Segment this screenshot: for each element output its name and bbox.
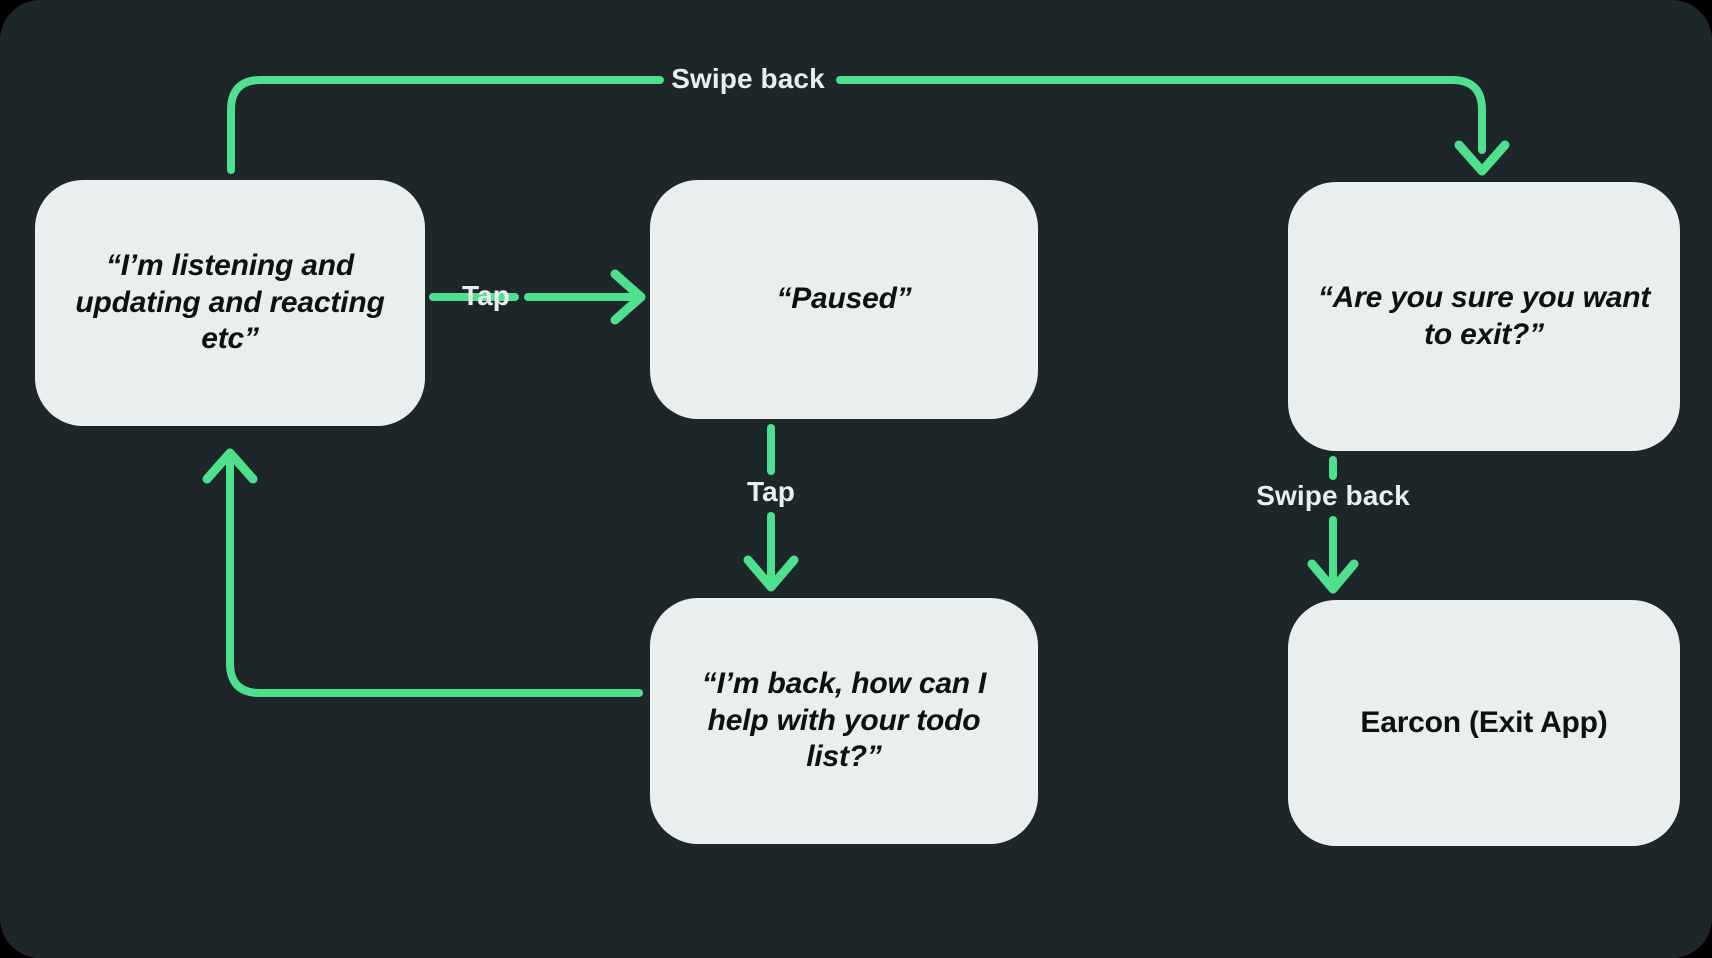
arrowhead-down-to-earcon bbox=[1307, 559, 1359, 594]
edge-listening-to-confirm bbox=[227, 76, 1510, 176]
edge-back-to-listening bbox=[202, 448, 643, 697]
node-im-back[interactable]: “I’m back, how can I help with your todo… bbox=[650, 598, 1038, 844]
arrowhead-up-to-listening bbox=[202, 448, 258, 484]
edge-path-swipe-back-top-left bbox=[227, 76, 664, 174]
arrowhead-down-to-confirm bbox=[1454, 140, 1510, 176]
node-paused-label: “Paused” bbox=[776, 282, 912, 316]
edge-path-swipe-back-top-right bbox=[836, 76, 1486, 154]
node-earcon-exit-app-label: Earcon (Exit App) bbox=[1360, 705, 1608, 739]
arrowhead-down-to-back bbox=[743, 555, 799, 592]
node-exit-confirmation[interactable]: “Are you sure you want to exit?” bbox=[1288, 182, 1680, 451]
edge-label-tap-listening-to-paused: Tap bbox=[461, 280, 511, 311]
node-listening[interactable]: “I’m listening and updating and reacting… bbox=[35, 180, 425, 426]
node-exit-confirmation-label: “Are you sure you want to exit?” bbox=[1317, 280, 1651, 351]
node-listening-label: “I’m listening and updating and reacting… bbox=[75, 249, 385, 356]
edge-label-tap-paused-to-back: Tap bbox=[746, 476, 796, 507]
edge-path-return-loop bbox=[226, 451, 643, 697]
node-im-back-label: “I’m back, how can I help with your todo… bbox=[701, 667, 987, 774]
edge-label-swipe-back-confirm-to-earcon: Swipe back bbox=[1256, 480, 1410, 511]
node-paused[interactable]: “Paused” bbox=[650, 180, 1038, 419]
node-earcon-exit-app[interactable]: Earcon (Exit App) bbox=[1288, 600, 1680, 846]
edge-label-swipe-back-top: Swipe back bbox=[671, 63, 825, 94]
arrowhead-right-to-paused bbox=[610, 269, 646, 325]
